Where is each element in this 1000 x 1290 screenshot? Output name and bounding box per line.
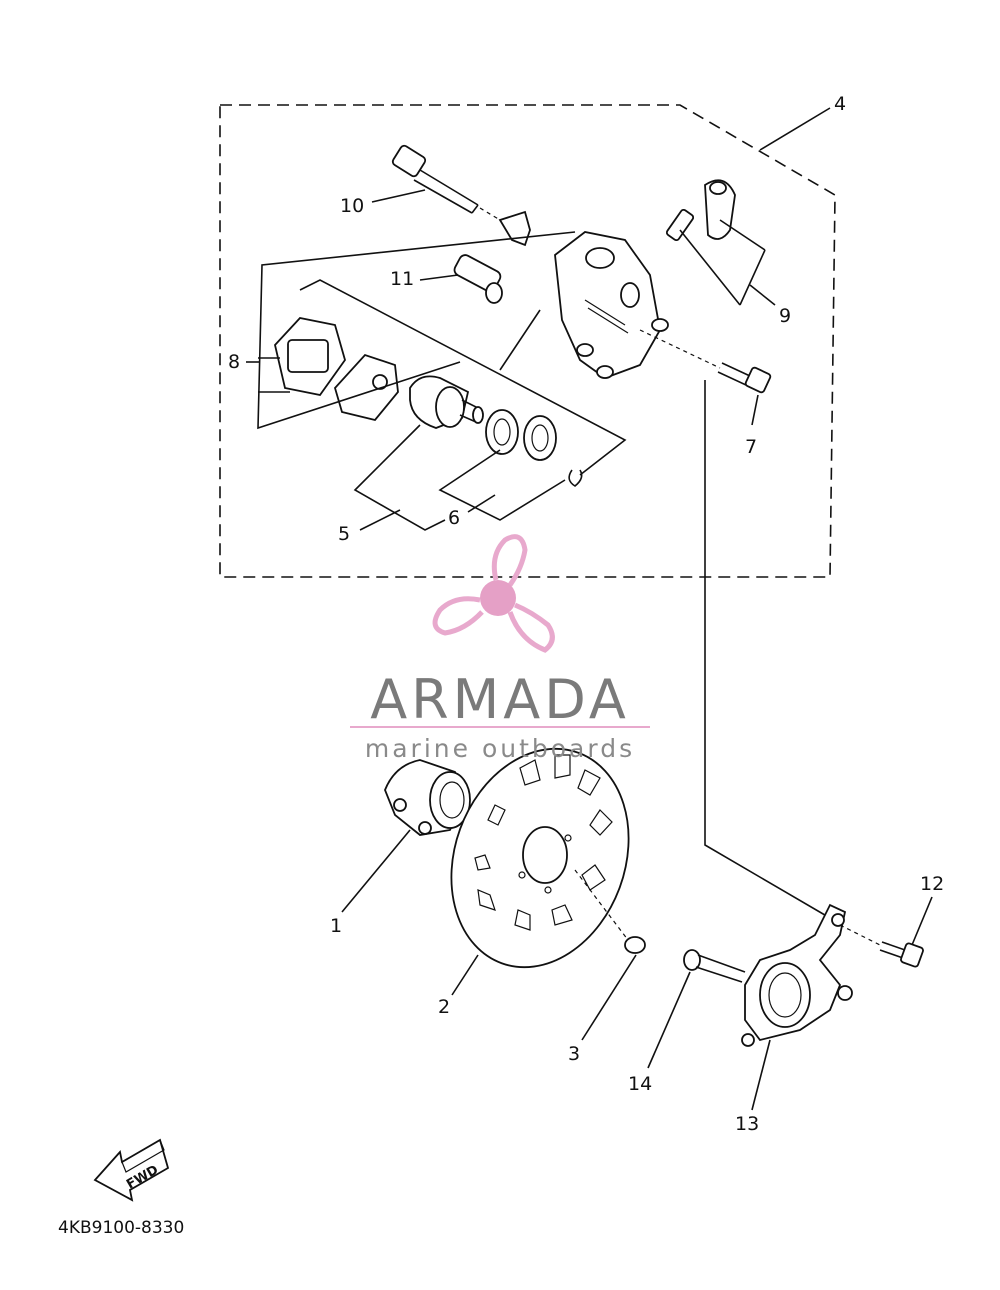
leader-5 <box>359 509 401 531</box>
propeller-blade-icon-2 <box>432 596 484 636</box>
callout-13: 13 <box>735 1113 759 1135</box>
propeller-blade-icon-3 <box>507 602 555 653</box>
part-13-caliper-bracket <box>741 903 853 1047</box>
leader-2 <box>451 954 479 996</box>
leader-9b <box>719 219 766 251</box>
callout-8: 8 <box>228 351 240 373</box>
caliper-assembly-boundary <box>219 104 836 578</box>
part-2-brake-disc <box>450 747 630 969</box>
part-3-bolt <box>574 869 646 954</box>
part-8-brake-pads <box>274 317 399 422</box>
leader-10 <box>371 189 426 203</box>
leader-14 <box>647 971 691 1069</box>
part-9-bleed-screw <box>665 179 736 242</box>
callout-4: 4 <box>834 93 846 115</box>
part-6-seals <box>485 409 583 487</box>
leader-7 <box>751 394 759 426</box>
callout-2: 2 <box>438 996 450 1018</box>
propeller-blade-icon <box>491 534 528 587</box>
callout-6: 6 <box>448 507 460 529</box>
callout-12: 12 <box>920 873 944 895</box>
callout-10: 10 <box>340 195 364 217</box>
leader-12 <box>911 896 933 946</box>
caliper-to-bracket-line <box>704 380 831 919</box>
part-7-bolt <box>639 329 772 394</box>
leader-4 <box>759 107 831 151</box>
leader-9c <box>739 249 766 306</box>
callout-9: 9 <box>779 305 791 327</box>
leader-3 <box>581 954 637 1041</box>
leader-9d <box>749 284 776 306</box>
leader-13 <box>751 1039 771 1111</box>
leader-9 <box>679 229 741 306</box>
part-5-6-outline <box>299 279 627 476</box>
caliper-body <box>554 231 669 380</box>
callout-5: 5 <box>338 523 350 545</box>
leader-11 <box>419 274 459 281</box>
callout-14: 14 <box>628 1073 652 1095</box>
propeller-hub-icon <box>480 580 516 616</box>
fwd-arrow-icon: FWD <box>93 1138 170 1202</box>
part-5-bracket <box>353 424 446 531</box>
part-8-bracket-lines <box>258 357 290 393</box>
part-8-bracket <box>257 231 576 430</box>
catalog-code: 4KB9100-8330 <box>58 1218 184 1238</box>
armada-logo: ARMADA marine outboards <box>350 534 650 763</box>
callout-1: 1 <box>330 915 342 937</box>
callout-3: 3 <box>568 1043 580 1065</box>
brand-name: ARMADA <box>370 668 630 731</box>
part-11-bushing <box>453 254 503 304</box>
part-6-bracket <box>438 449 566 521</box>
part-5-piston <box>409 375 484 429</box>
callout-11: 11 <box>390 268 414 290</box>
brand-tagline: marine outboards <box>365 734 635 763</box>
callout-7: 7 <box>745 436 757 458</box>
leader-6 <box>467 494 496 513</box>
part-12-bolt <box>839 924 924 968</box>
leader-1 <box>341 829 411 913</box>
part-10-pin-bolt <box>391 144 501 221</box>
part-14-bolt <box>683 949 746 983</box>
part-1-hub <box>384 759 521 846</box>
